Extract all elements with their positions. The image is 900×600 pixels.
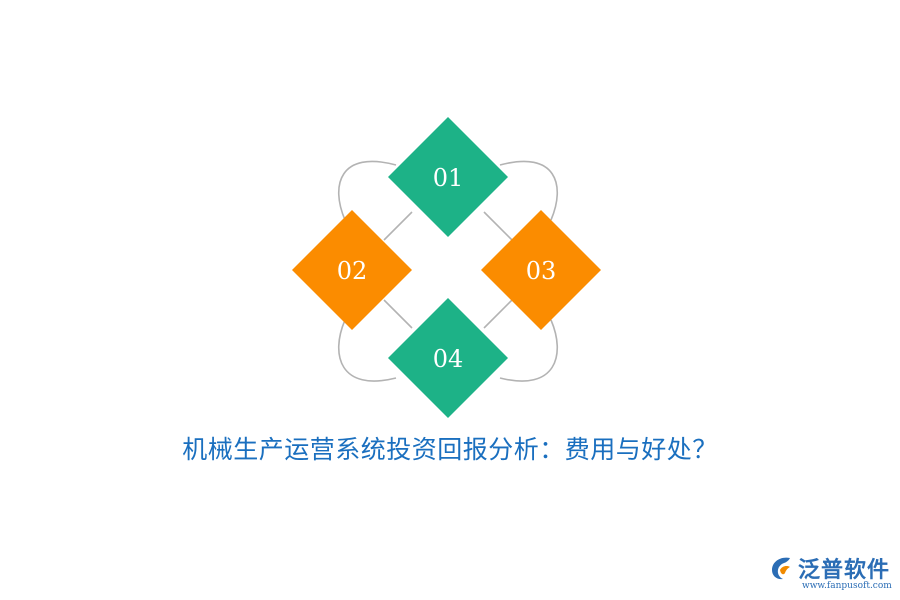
connector-curve-top-left bbox=[337, 160, 397, 221]
connector-curve-top-right bbox=[499, 160, 559, 221]
connector-curves bbox=[337, 160, 559, 382]
diamond-04: 04 bbox=[388, 298, 508, 418]
diamond-02-shape bbox=[292, 210, 412, 330]
diagram-title: 机械生产运营系统投资回报分析：费用与好处？ bbox=[182, 435, 718, 464]
diamond-03-label: 03 bbox=[526, 257, 557, 285]
connector-line-01-02 bbox=[383, 211, 413, 241]
connector-line-03-04 bbox=[483, 299, 513, 329]
fanpu-logo-icon bbox=[772, 557, 790, 580]
diamond-02-label: 02 bbox=[337, 257, 368, 285]
logo-url: www.fanpusoft.com bbox=[802, 581, 892, 591]
diamond-04-shape bbox=[388, 298, 508, 418]
diamond-01: 01 bbox=[388, 117, 508, 237]
connector-curve-bottom-right bbox=[499, 319, 559, 382]
diamond-03: 03 bbox=[481, 210, 601, 330]
diamond-04-label: 04 bbox=[433, 345, 464, 373]
diamond-01-shape bbox=[388, 117, 508, 237]
diamond-01-label: 01 bbox=[433, 164, 464, 192]
company-logo[interactable]: 泛普软件 www.fanpusoft.com bbox=[766, 552, 892, 596]
connector-line-02-04 bbox=[383, 299, 413, 329]
diamond-03-shape bbox=[481, 210, 601, 330]
connector-curve-bottom-left bbox=[337, 319, 397, 382]
logo-name: 泛普软件 bbox=[798, 558, 891, 583]
connector-line-01-03 bbox=[483, 211, 513, 241]
diamond-02: 02 bbox=[292, 210, 412, 330]
